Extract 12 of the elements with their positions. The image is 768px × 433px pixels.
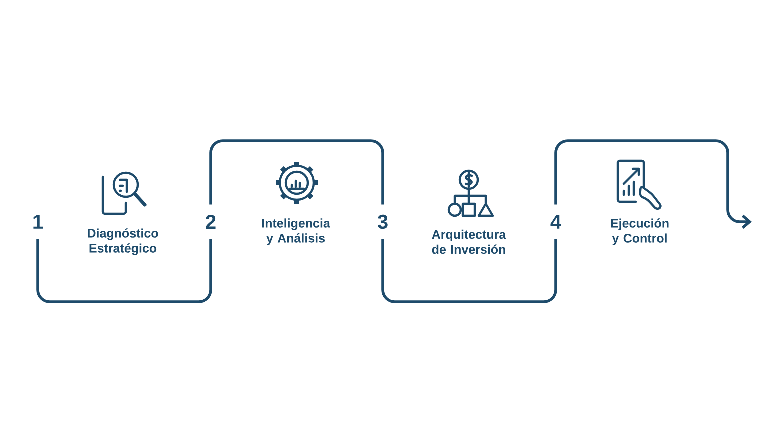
step-label: Inteligencia y Análisis xyxy=(262,218,330,246)
step-label: Diagnóstico Estratégico xyxy=(88,228,158,256)
connector-line xyxy=(210,140,384,205)
connector-line xyxy=(554,140,752,230)
step-number: 2 xyxy=(206,215,216,229)
connector-line xyxy=(36,239,212,304)
step-number: 3 xyxy=(378,214,388,230)
step-label: Arquitectura de Inversión xyxy=(432,230,506,254)
step-number: 1 xyxy=(34,215,44,229)
connector-line xyxy=(382,239,558,304)
step-number: 4 xyxy=(550,215,562,229)
step-label: Ejecución y Control xyxy=(611,218,669,246)
